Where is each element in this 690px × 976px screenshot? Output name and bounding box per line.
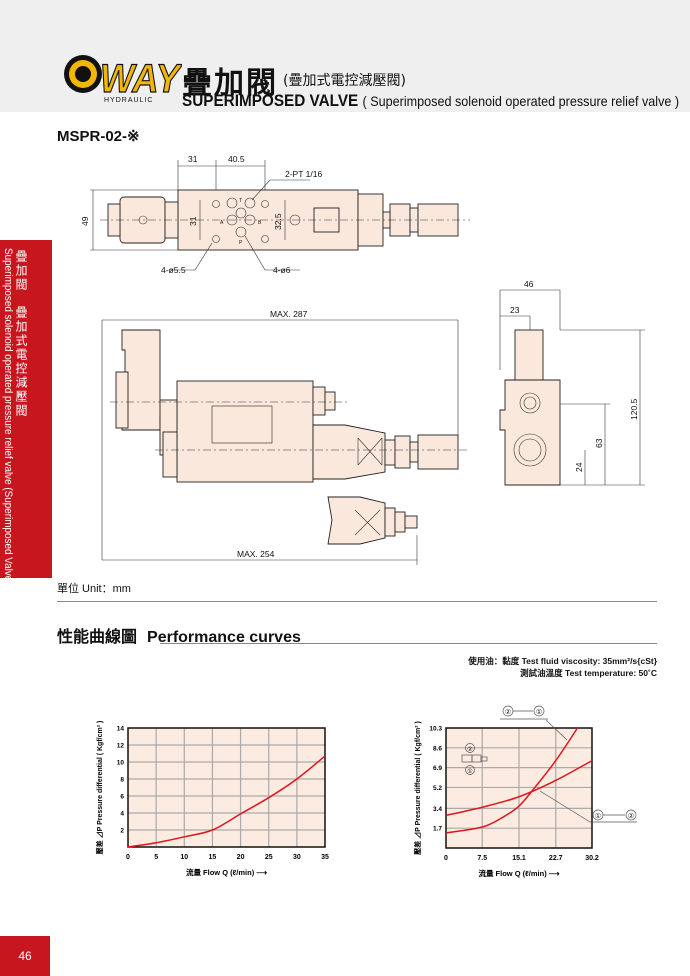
x-tick-label: 0 — [126, 854, 130, 861]
x-tick-label: 15.1 — [512, 855, 526, 862]
dim-max-287: MAX. 287 — [270, 309, 308, 319]
title-en-sub: ( Superimposed solenoid operated pressur… — [362, 93, 680, 109]
x-axis-label: 流量 Flow Q (ℓ/min) ⟶ — [186, 867, 268, 877]
dim-40-5: 40.5 — [228, 154, 245, 164]
series-line-1 — [127, 755, 326, 848]
title-en: SUPERIMPOSED VALVE ( Superimposed soleno… — [182, 91, 679, 111]
dim-23: 23 — [510, 305, 520, 315]
plot-area — [128, 728, 325, 847]
x-tick-label: 30.2 — [585, 855, 599, 862]
model-number: MSPR-02-※ — [57, 128, 140, 145]
page-number: 46 — [0, 936, 50, 976]
y-tick-label: 4 — [120, 811, 124, 818]
performance-title-en: Performance curves — [147, 629, 301, 646]
x-tick-label: 5 — [154, 854, 158, 861]
plot-frame — [445, 727, 593, 849]
y-tick-label: 1.7 — [433, 826, 442, 833]
dim-31-side: 31 — [188, 216, 198, 226]
y-tick-label: 10 — [117, 760, 125, 767]
port-b: B — [258, 220, 262, 226]
y-tick-label: 2 — [120, 828, 124, 835]
dim-max-254: MAX. 254 — [237, 549, 275, 559]
top-view — [90, 160, 470, 271]
sidebar-en: Superimposed solenoid operated pressure … — [2, 248, 14, 585]
side-view — [499, 289, 645, 486]
x-tick-label: 10 — [180, 854, 188, 861]
x-tick-label: 7.5 — [477, 855, 487, 862]
dim-63: 63 — [594, 438, 604, 448]
x-tick-label: 15 — [209, 854, 217, 861]
series-line-2 — [445, 727, 579, 834]
way-logo: WAY HYDRAULIC — [64, 55, 182, 104]
y-tick-label: 3.4 — [433, 806, 442, 813]
y-tick-label: 6.9 — [433, 765, 442, 772]
title-en-main: SUPERIMPOSED VALVE — [182, 91, 359, 110]
x-axis-label: 流量 Flow Q (ℓ/min) ⟶ — [478, 868, 560, 878]
callout-pt: 2-PT 1/16 — [285, 169, 322, 179]
front-view — [101, 319, 470, 565]
performance-title-zh: 性能曲線圖 — [57, 627, 138, 646]
dim-120-5: 120.5 — [629, 398, 639, 420]
x-tick-label: 30 — [293, 854, 301, 861]
x-tick-label: 35 — [321, 854, 329, 861]
divider — [160, 643, 657, 644]
y-tick-label: 12 — [117, 743, 125, 750]
y-tick-label: 10.3 — [429, 726, 442, 733]
series-line-2 — [445, 759, 593, 817]
dim-32-5: 32.5 — [273, 213, 283, 230]
callout-holes-6: 4-ø6 — [273, 265, 291, 275]
dim-24: 24 — [574, 462, 584, 472]
callout-holes-5-5: 4-ø5.5 — [161, 265, 186, 275]
y-tick-label: 8 — [120, 777, 124, 784]
divider — [57, 601, 657, 602]
logo-subtext: HYDRAULIC — [104, 97, 153, 104]
x-tick-label: 0 — [444, 855, 448, 862]
title-zh: 疊加閥 — [182, 66, 278, 101]
y-tick-label: 14 — [117, 726, 125, 733]
sidebar-tab: 疊加閥 疊加式電控減壓閥 Superimposed solenoid opera… — [0, 240, 52, 585]
sidebar-zh-1: 疊加閥 — [14, 250, 28, 292]
y-tick-label: 5.2 — [433, 785, 442, 792]
header-band — [0, 0, 690, 112]
dim-31-top: 31 — [188, 154, 198, 164]
test-condition-viscosity: 使用油：黏度 Test fluid viscosity: 35mm²/s{cSt… — [468, 656, 657, 666]
plot-frame — [127, 727, 326, 848]
subtitle-zh: (疊加式電控減壓閥) — [283, 73, 406, 89]
logo-brand-text: WAY — [100, 57, 182, 101]
test-condition-temperature: 測試油溫度 Test temperature: 50˚C — [520, 668, 657, 678]
sidebar-zh: 疊加閥 疊加式電控減壓閥 — [13, 250, 30, 418]
port-a: A — [220, 220, 224, 226]
y-tick-label: 8.6 — [433, 745, 442, 752]
x-tick-label: 25 — [265, 854, 273, 861]
dim-49: 49 — [80, 216, 90, 226]
y-axis-label: 壓差 ⊿P Pressure differential ( Kgf/cm² ) — [413, 721, 422, 856]
port-p: P — [239, 240, 243, 246]
dim-46: 46 — [524, 279, 534, 289]
port-t: T — [239, 198, 242, 204]
y-axis-label: 壓差 ⊿P Pressure differential ( Kgf/cm² ) — [95, 721, 104, 856]
sidebar-zh-2: 疊加式電控減壓閥 — [14, 306, 28, 418]
x-tick-label: 20 — [237, 854, 245, 861]
x-tick-label: 22.7 — [549, 855, 563, 862]
units-label: 單位 Unit：mm — [57, 583, 131, 595]
performance-title: 性能曲線圖 Performance curves — [57, 623, 301, 647]
y-tick-label: 6 — [120, 794, 124, 801]
dimension-drawings: 31 40.5 2-PT 1/16 49 31 32.5 T A B P 4-ø… — [80, 154, 645, 565]
